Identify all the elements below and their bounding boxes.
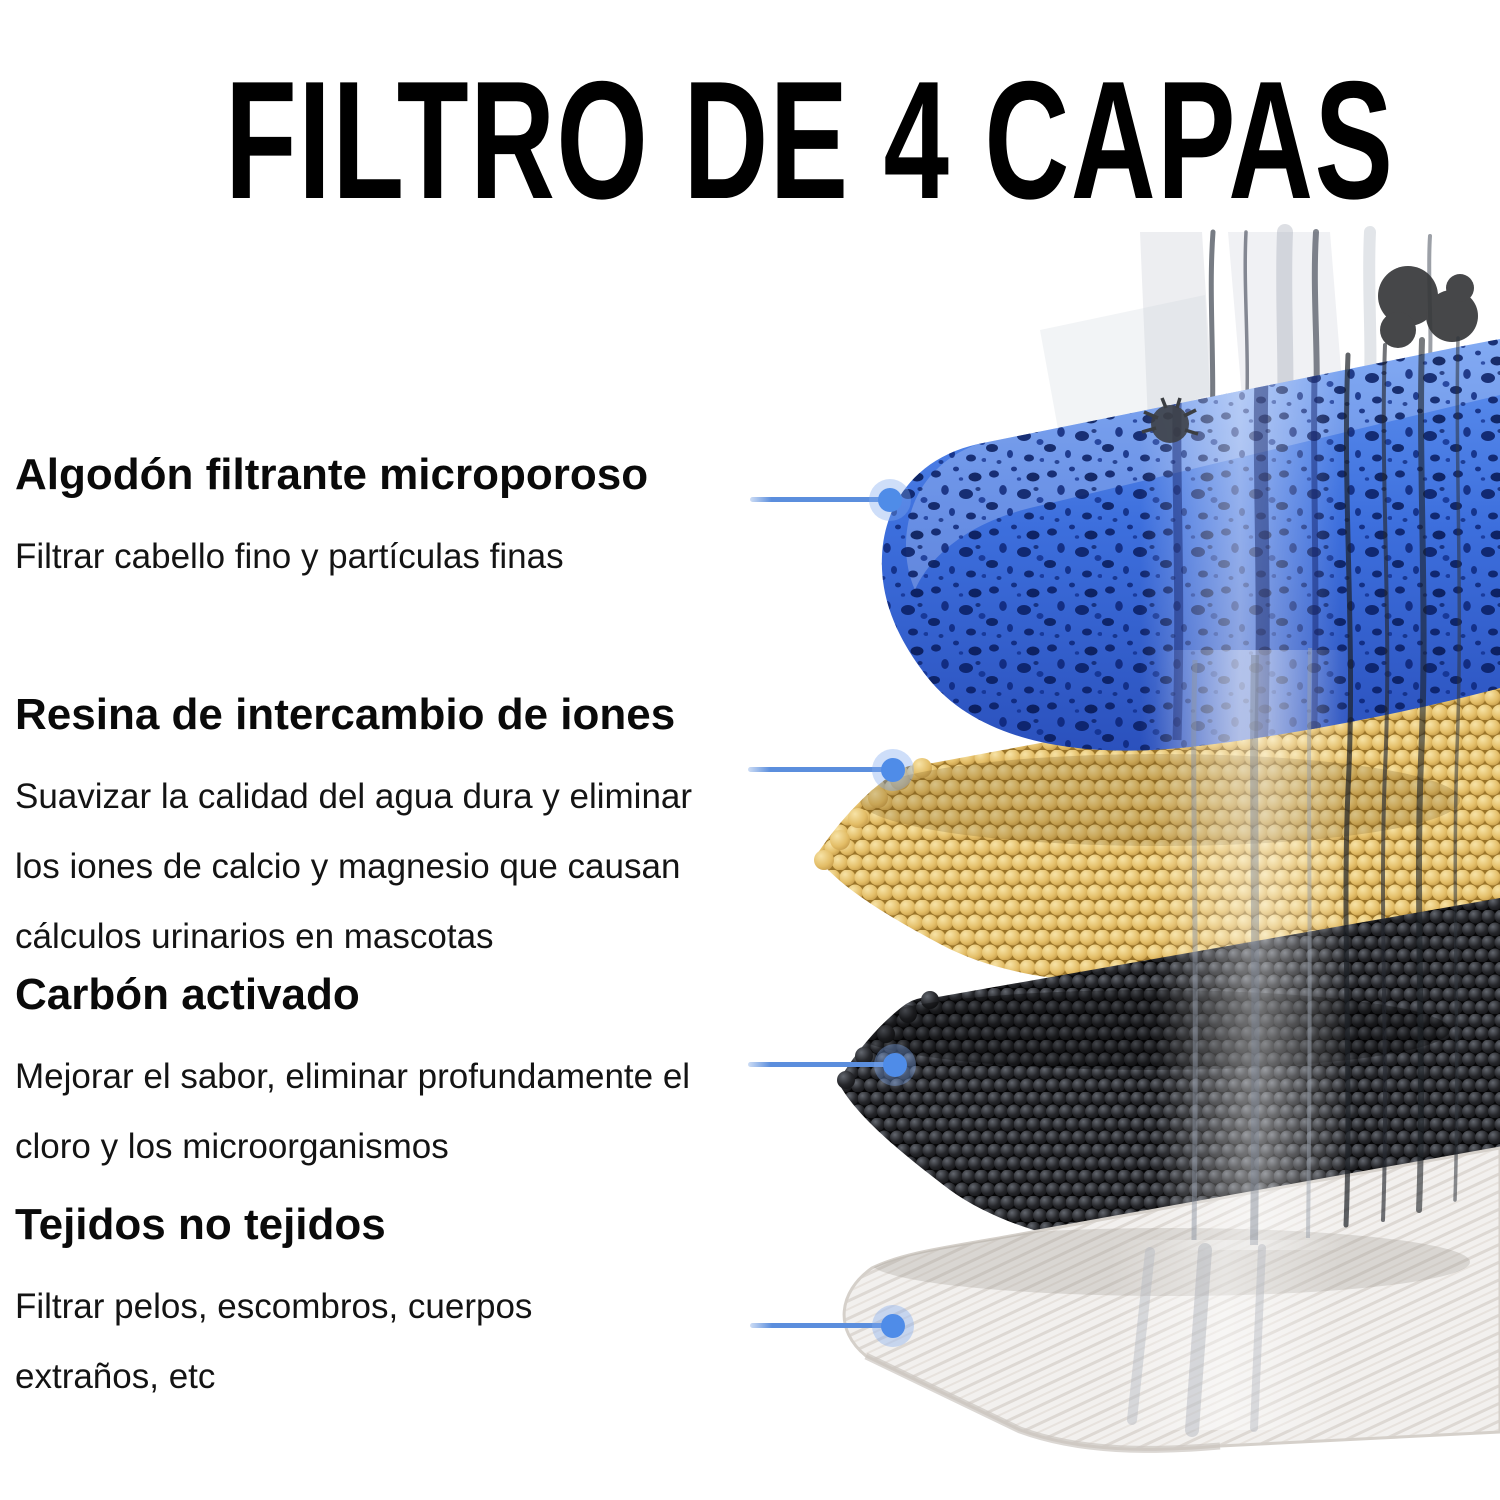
callout-heading: Resina de intercambio de iones [15,690,676,739]
connector-line [748,767,887,772]
mite-particle [1141,397,1199,443]
hair-strands [1343,336,1462,1228]
callout-description: Suavizar la calidad del agua dura y elim… [15,777,693,956]
water-stream-top [1040,224,1433,470]
connector-dot [883,1052,907,1077]
connector-line [748,1062,889,1067]
connector-line [750,1323,887,1328]
callout-description: Filtrar cabello fino y partículas finas [15,537,564,576]
callout-non-woven-fabric: Tejidos no tejidos Filtrar pelos, escomb… [15,1198,760,1412]
carbon-layer [837,898,1500,1254]
page-title: FILTRO DE 4 CAPAS [225,46,1395,234]
connector-microporous-cotton [750,487,902,512]
connector-dot [878,487,902,512]
connector-line [750,497,884,502]
callout-ion-exchange-resin: Resina de intercambio de iones Suavizar … [15,688,760,972]
callout-heading: Carbón activado [15,970,360,1019]
connector-activated-carbon [748,1052,907,1077]
callout-microporous-cotton: Algodón filtrante microporoso Filtrar ca… [15,448,760,592]
callout-heading: Tejidos no tejidos [15,1200,386,1249]
fabric-layer [842,1146,1500,1453]
callout-description: Filtrar pelos, escombros, cuerpos extrañ… [15,1287,533,1396]
resin-layer [814,658,1500,984]
water-stream-lower [1110,647,1355,1437]
connector-dot [881,1313,905,1338]
callout-heading: Algodón filtrante microporoso [15,450,649,499]
callout-description: Mejorar el sabor, eliminar profundamente… [15,1057,691,1166]
connector-dot [881,757,905,782]
connector-ion-exchange-resin [748,757,905,782]
callout-activated-carbon: Carbón activado Mejorar el sabor, elimin… [15,968,760,1182]
sponge-layer [881,339,1500,751]
dirt-particles [1378,266,1478,348]
connector-non-woven-fabric [750,1313,905,1338]
